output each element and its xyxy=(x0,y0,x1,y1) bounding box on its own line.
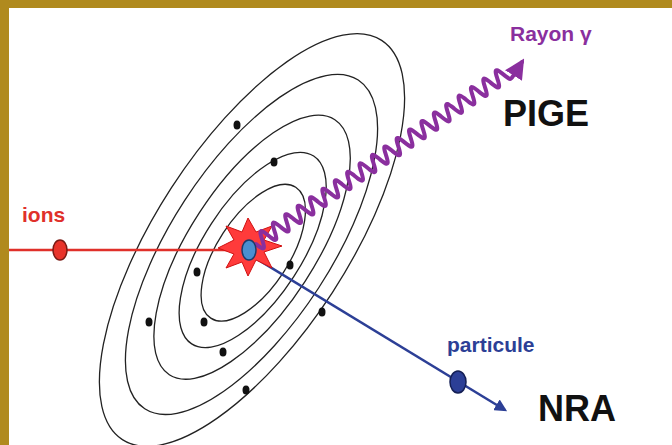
gamma-ray xyxy=(256,62,522,248)
particle-label: particule xyxy=(447,333,535,356)
ion-beam xyxy=(9,249,240,252)
technique-label: NRA xyxy=(538,389,616,429)
technique-label: PIGE xyxy=(503,94,589,134)
ion-particle xyxy=(53,240,67,260)
nucleus xyxy=(242,240,256,260)
electron-shells xyxy=(42,0,462,445)
frame-border xyxy=(0,0,672,8)
gamma-label: Rayon γ xyxy=(510,22,592,45)
electrons xyxy=(146,121,326,395)
frame-border xyxy=(0,0,9,445)
emitted-particle xyxy=(450,371,466,393)
ion-label: ions xyxy=(22,203,65,226)
